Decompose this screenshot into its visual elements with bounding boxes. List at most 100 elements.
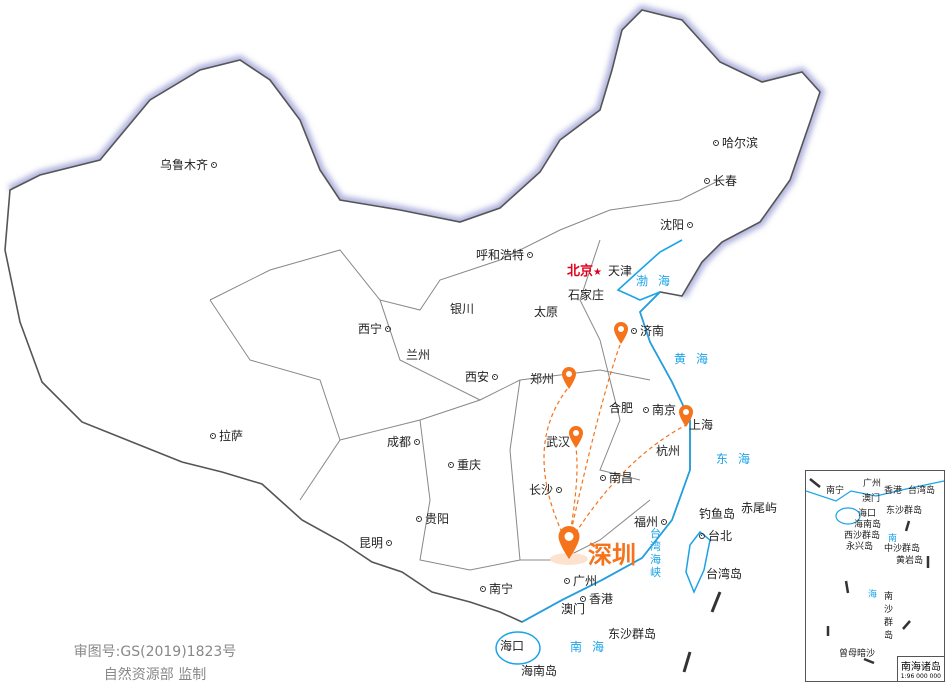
- map-pin-icon[interactable]: [613, 322, 629, 344]
- highlight-city-shenzhen[interactable]: 深圳: [588, 541, 636, 569]
- city-label: 海口: [500, 639, 525, 653]
- map-pin-icon[interactable]: [561, 367, 577, 389]
- province-borders: [209, 179, 721, 571]
- city-label: 贵阳: [425, 512, 450, 526]
- city-dot-icon: [210, 432, 216, 439]
- city-label: 香港: [589, 592, 614, 606]
- shenzhen-pin-icon[interactable]: [557, 526, 581, 559]
- inset-label: 南沙群岛: [884, 592, 894, 641]
- routes: [543, 344, 687, 546]
- island-chiwei: 赤尾屿: [741, 501, 778, 515]
- island-taiwan: 台湾岛: [706, 567, 743, 581]
- city-fuzhou[interactable]: 福州: [634, 513, 668, 530]
- city-nanchang[interactable]: 南昌: [600, 469, 633, 486]
- sea-nanhai: 南海: [570, 640, 615, 654]
- city-dot-icon: [211, 161, 218, 168]
- map-pin-icon[interactable]: [678, 405, 694, 427]
- city-label: 长春: [713, 174, 738, 188]
- inset-label: 海口: [858, 509, 877, 519]
- city-chengdu[interactable]: 成都: [387, 433, 421, 450]
- city-dot-icon: [386, 539, 393, 546]
- city-label: 合肥: [609, 401, 634, 415]
- inset-label: 海南岛: [854, 520, 882, 530]
- city-nanjing[interactable]: 南京: [643, 401, 676, 418]
- city-label: 济南: [640, 324, 665, 338]
- city-xining[interactable]: 西宁: [358, 320, 392, 337]
- city-label: 沈阳: [660, 218, 685, 232]
- city-hohhot[interactable]: 呼和浩特: [476, 246, 534, 263]
- city-label: 兰州: [406, 348, 431, 362]
- map-pin-icon[interactable]: [568, 426, 584, 448]
- inset-title: 南海诸岛: [900, 662, 941, 673]
- city-guiyang[interactable]: 贵阳: [416, 510, 449, 527]
- sea-bohai: 渤海: [636, 274, 681, 288]
- city-dot-icon: [600, 474, 606, 481]
- island-dongsha: 东沙群岛: [608, 627, 657, 641]
- inset-legend: 南海诸岛 1:96 000 000: [896, 656, 944, 681]
- city-dot-icon: [661, 518, 668, 525]
- city-haikou[interactable]: 海口: [500, 637, 524, 654]
- coastline: [521, 239, 691, 623]
- city-lanzhou[interactable]: 兰州: [406, 346, 430, 363]
- city-xian[interactable]: 西安: [465, 368, 499, 385]
- city-dot-icon: [414, 438, 421, 445]
- city-dot-icon: [631, 327, 637, 334]
- city-label: 广州: [573, 574, 598, 588]
- inset-label: 黄岩岛: [896, 556, 924, 566]
- city-label: 上海: [689, 418, 714, 432]
- city-shanghai[interactable]: 上海: [689, 416, 713, 433]
- city-shenyang[interactable]: 沈阳: [660, 216, 694, 233]
- city-dot-icon: [699, 532, 705, 539]
- city-nanning[interactable]: 南宁: [480, 580, 513, 597]
- city-label: 成都: [387, 435, 412, 449]
- city-dot-icon: [448, 461, 454, 468]
- city-label: 太原: [534, 305, 559, 319]
- capital-beijing[interactable]: 北京★: [567, 260, 602, 279]
- inset-sea-label: 南: [888, 534, 898, 544]
- map-approval-number: 审图号:GS(2019)1823号: [73, 644, 237, 660]
- inset-label: 西沙群岛: [844, 531, 881, 541]
- city-macau[interactable]: 澳门: [561, 600, 585, 617]
- city-label: 长沙: [529, 483, 554, 497]
- inset-label: 曾母暗沙: [839, 649, 876, 659]
- city-jinan[interactable]: 济南: [631, 322, 664, 339]
- city-dot-icon: [527, 251, 534, 258]
- city-hangzhou[interactable]: 杭州: [656, 442, 680, 459]
- city-label: 台北: [708, 529, 733, 543]
- city-dot-icon: [385, 325, 392, 332]
- city-changsha[interactable]: 长沙: [529, 481, 563, 498]
- city-label: 拉萨: [219, 429, 244, 443]
- city-label: 杭州: [656, 444, 681, 458]
- city-harbin[interactable]: 哈尔滨: [713, 134, 758, 151]
- city-tianjin[interactable]: 天津: [608, 262, 632, 279]
- city-label: 昆明: [359, 536, 384, 550]
- city-dot-icon: [416, 515, 422, 522]
- dashed-boundary: [682, 591, 722, 673]
- city-taiyuan[interactable]: 太原: [534, 303, 558, 320]
- city-urumqi[interactable]: 乌鲁木齐: [160, 156, 218, 173]
- city-changchun[interactable]: 长春: [704, 172, 737, 189]
- city-label: 天津: [608, 264, 633, 278]
- city-label: 呼和浩特: [476, 248, 525, 262]
- inset-label: 广州: [863, 479, 882, 489]
- city-lhasa[interactable]: 拉萨: [210, 427, 243, 444]
- city-shijiazhuang[interactable]: 石家庄: [568, 286, 604, 303]
- city-dot-icon: [687, 221, 694, 228]
- city-guangzhou[interactable]: 广州: [564, 572, 597, 589]
- star-icon: ★: [593, 267, 602, 278]
- city-label: 武汉: [546, 435, 571, 449]
- city-chongqing[interactable]: 重庆: [448, 456, 481, 473]
- city-label: 西安: [465, 370, 490, 384]
- city-hefei[interactable]: 合肥: [609, 399, 633, 416]
- city-yinchuan[interactable]: 银川: [450, 300, 474, 317]
- city-hongkong[interactable]: 香港: [580, 590, 613, 607]
- inset-label: 香港: [884, 486, 903, 496]
- city-zhengzhou[interactable]: 郑州: [530, 370, 554, 387]
- inset-label: 台湾岛: [908, 486, 936, 496]
- city-wuhan[interactable]: 武汉: [546, 433, 570, 450]
- city-taipei[interactable]: 台北: [699, 527, 732, 544]
- sea-donghai: 东海: [716, 452, 761, 466]
- city-dot-icon: [556, 486, 563, 493]
- city-kunming[interactable]: 昆明: [359, 534, 393, 551]
